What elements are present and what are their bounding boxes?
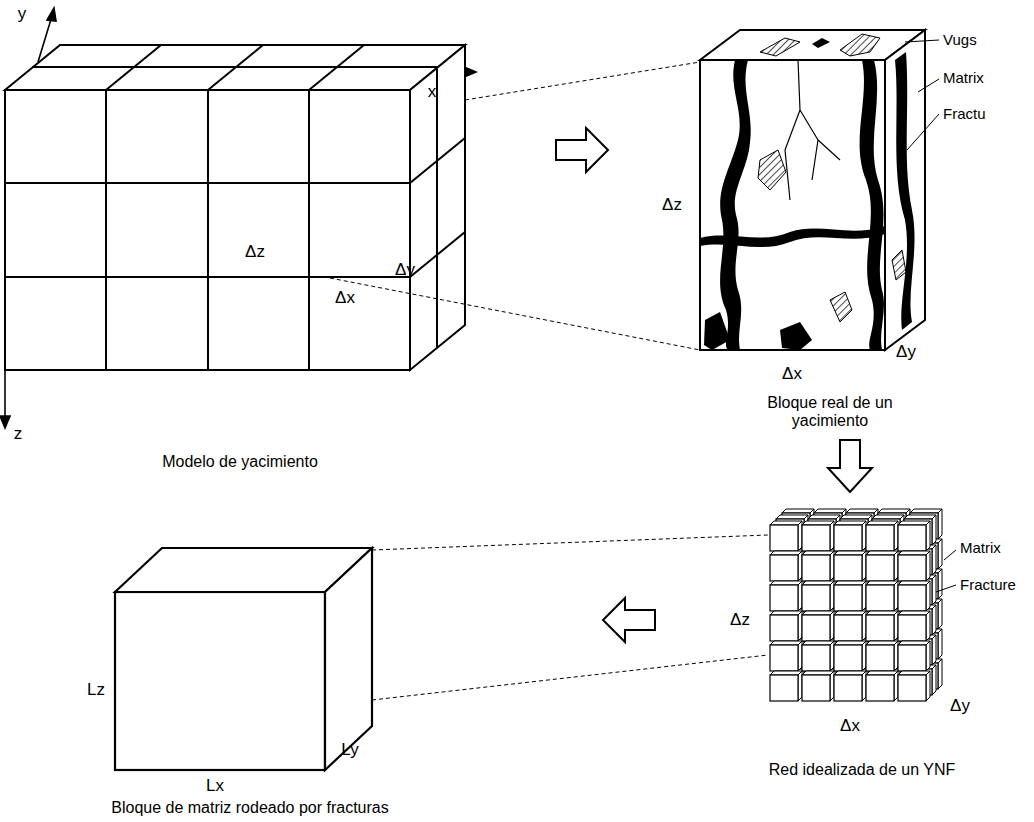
caption: Modelo de yacimiento — [110, 453, 370, 471]
matrix-cube — [866, 581, 898, 611]
matrix-cube — [770, 521, 802, 551]
dimension-label: Ly — [341, 740, 358, 760]
matrix-cube — [866, 641, 898, 671]
callout-label: Matrix — [943, 69, 984, 86]
callout-label: Matrix — [960, 539, 1001, 556]
callout-label: Vugs — [943, 31, 977, 48]
matrix-cube — [898, 521, 930, 551]
matrix-cube — [802, 671, 834, 701]
axis-label: x — [428, 82, 437, 102]
dimension-label: Lz — [87, 680, 105, 700]
matrix-cube — [834, 521, 866, 551]
reservoir-grid — [5, 45, 465, 370]
matrix-cube — [802, 611, 834, 641]
caption: Red idealizada de un YNF — [732, 761, 992, 779]
matrix-cube — [770, 671, 802, 701]
matrix-cube — [770, 641, 802, 671]
callout-label: Fracture — [960, 576, 1016, 593]
matrix-block — [115, 548, 372, 770]
caption: Bloque real de un yacimiento — [755, 394, 905, 431]
matrix-cube — [866, 521, 898, 551]
dimension-label: Δx — [840, 716, 860, 736]
fracture-network — [770, 509, 942, 701]
matrix-cube — [898, 551, 930, 581]
callout-label: Fractu — [943, 105, 986, 122]
matrix-cube — [898, 611, 930, 641]
matrix-cube — [866, 611, 898, 641]
network-leaders — [936, 550, 956, 592]
dimension-label: Δx — [782, 364, 802, 384]
matrix-cube — [770, 551, 802, 581]
matrix-cube — [898, 641, 930, 671]
dimension-label: Δx — [335, 288, 355, 308]
matrix-cube — [802, 551, 834, 581]
matrix-cube — [770, 581, 802, 611]
matrix-cube — [802, 641, 834, 671]
dimension-label: Δz — [662, 195, 682, 215]
matrix-cube — [866, 551, 898, 581]
dimension-label: Lx — [206, 776, 224, 796]
dimension-label: Δy — [395, 260, 415, 280]
matrix-cube — [898, 581, 930, 611]
axes — [0, 8, 476, 428]
matrix-cube — [834, 611, 866, 641]
dimension-label: Δy — [896, 342, 916, 362]
matrix-cube — [834, 671, 866, 701]
caption: Bloque de matriz rodeado por fracturas — [60, 799, 440, 817]
matrix-cube — [802, 521, 834, 551]
real-block — [700, 30, 939, 350]
matrix-cube — [770, 611, 802, 641]
dimension-label: Δz — [730, 610, 750, 630]
matrix-cube — [802, 581, 834, 611]
matrix-cube — [898, 671, 930, 701]
matrix-cube — [834, 551, 866, 581]
matrix-cube — [834, 641, 866, 671]
dimension-label: Δz — [245, 242, 265, 262]
matrix-cube — [834, 581, 866, 611]
axis-label: y — [18, 4, 27, 24]
axis-label: z — [14, 424, 23, 444]
dimension-label: Δy — [950, 696, 970, 716]
matrix-cube — [866, 671, 898, 701]
